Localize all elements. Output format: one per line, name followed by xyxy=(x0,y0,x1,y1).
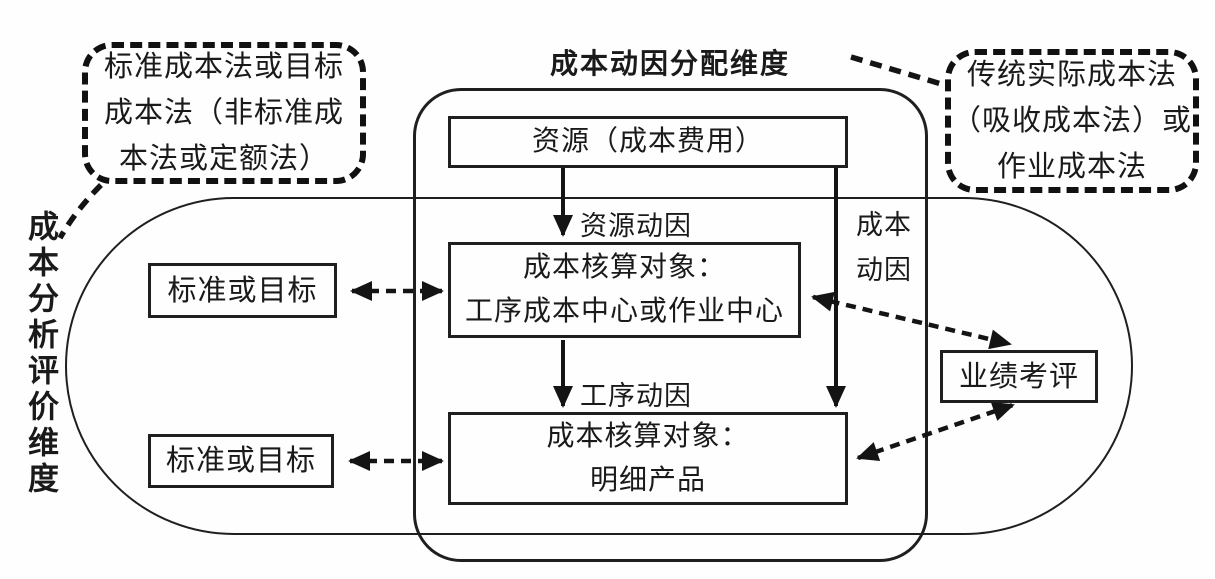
callout-line: 传统实际成本法 xyxy=(966,59,1177,91)
process-driver-label: 工序动因 xyxy=(580,381,692,411)
resource-driver-label: 资源动因 xyxy=(580,211,692,241)
product-line: 明细产品 xyxy=(589,464,706,496)
cost-analysis-dimension-boundary xyxy=(65,197,1133,535)
standard-target-box-top: 标准或目标 xyxy=(148,263,337,318)
resource-box-label: 资源（成本费用） xyxy=(531,126,764,157)
callout-line: （吸收成本法）或 xyxy=(951,105,1192,137)
callout-traditional-cost-method: 传统实际成本法 （吸收成本法）或 作业成本法 xyxy=(945,49,1199,193)
resource-box: 资源（成本费用） xyxy=(448,116,848,168)
right-callout-pointer xyxy=(850,54,949,89)
cost-driver-label-line: 成本 xyxy=(856,210,912,240)
callout-line: 作业成本法 xyxy=(996,151,1147,183)
diagram-title: 成本动因分配维度 xyxy=(549,49,790,80)
cost-analysis-dimension-label: 成本分析评价维度 xyxy=(23,210,58,498)
cost-center-line: 成本核算对象： xyxy=(522,252,726,283)
performance-top-link-arrow xyxy=(811,291,1012,350)
product-line: 成本核算对象： xyxy=(546,420,750,452)
product-box: 成本核算对象： 明细产品 xyxy=(448,412,848,505)
cost-driver-label-line: 动因 xyxy=(856,255,912,285)
cost-center-box: 成本核算对象： 工序成本中心或作业中心 xyxy=(448,242,801,338)
left-callout-pointer xyxy=(57,183,103,240)
performance-evaluation-label: 业绩考评 xyxy=(958,360,1079,393)
callout-line: 本法或定额法） xyxy=(118,143,329,175)
callout-standard-cost-method: 标准成本法或目标 成本法（非标准成 本法或定额法） xyxy=(82,42,366,184)
standard-target-label: 标准或目标 xyxy=(167,274,318,307)
cost-center-line: 工序成本中心或作业中心 xyxy=(464,296,784,327)
performance-bottom-link-arrow xyxy=(856,402,1015,461)
performance-evaluation-box: 业绩考评 xyxy=(940,350,1098,403)
standard-target-box-bottom: 标准或目标 xyxy=(148,434,334,488)
cost-driver-label: 成本 动因 xyxy=(848,203,920,293)
callout-line: 成本法（非标准成 xyxy=(103,97,344,129)
standard-target-label: 标准或目标 xyxy=(165,445,316,477)
callout-line: 标准成本法或目标 xyxy=(103,51,344,83)
